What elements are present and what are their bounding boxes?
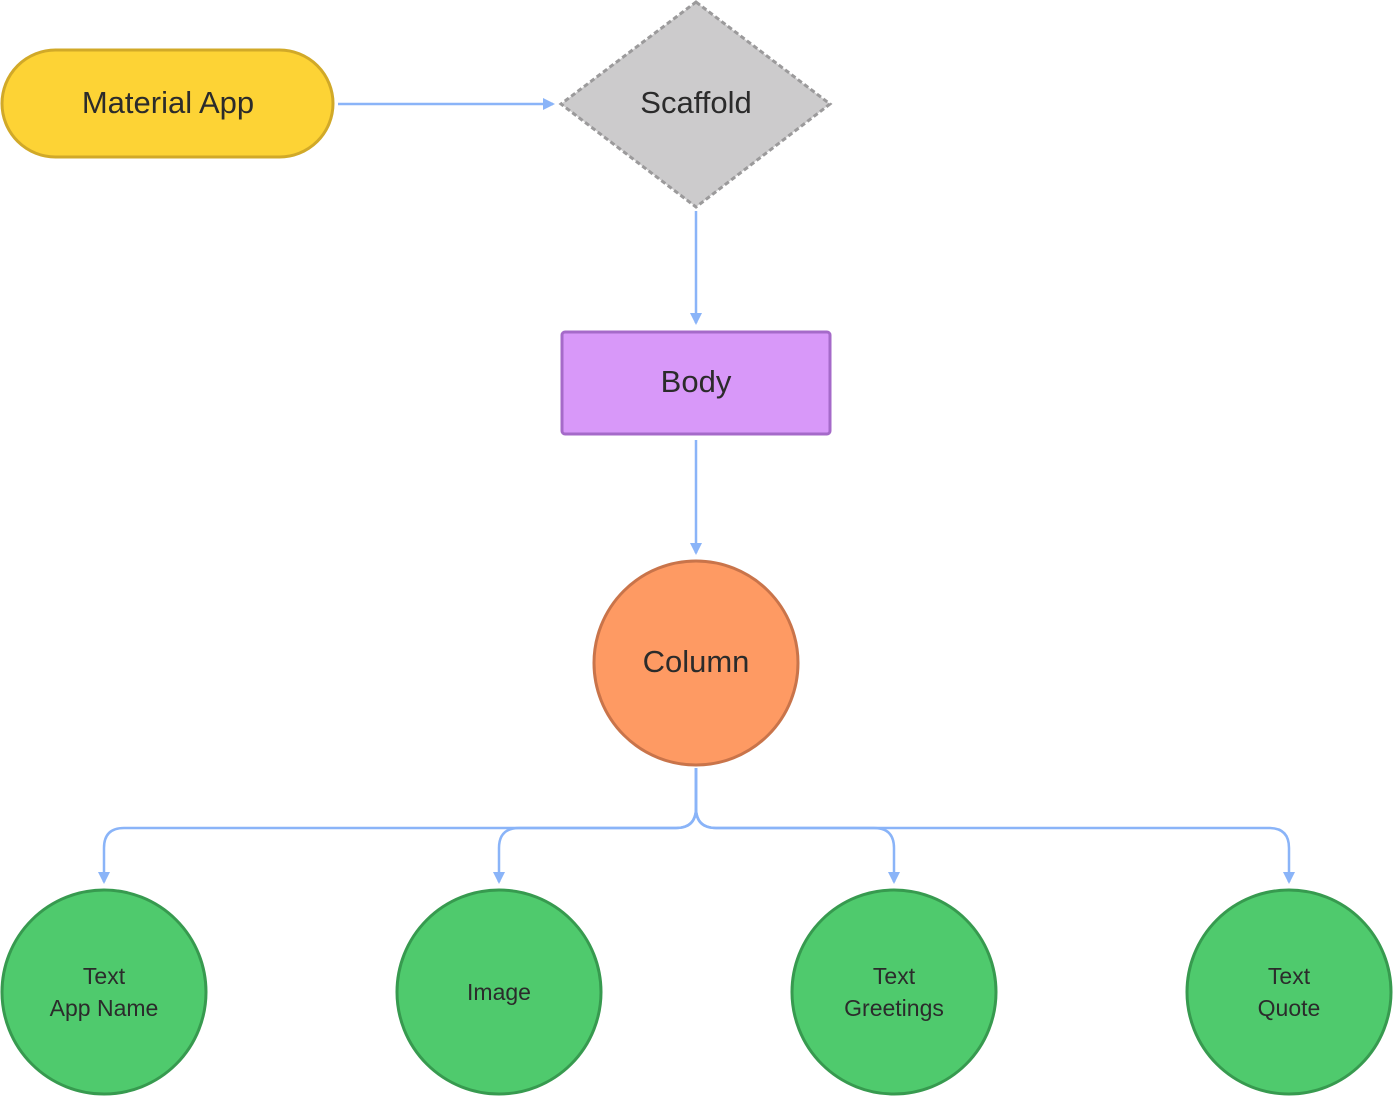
text-app-name-shape: [0, 888, 208, 1096]
node-material-app: Material App: [0, 48, 335, 159]
text-quote-line1: Text: [1268, 963, 1311, 989]
edge-column-to-image: [493, 768, 698, 884]
edges: [98, 98, 1295, 884]
node-text-quote: Text Quote: [1185, 888, 1393, 1096]
text-app-name-line2: App Name: [50, 995, 159, 1021]
image-label: Image: [467, 979, 531, 1005]
node-image: Image: [395, 888, 603, 1096]
edge-column-to-text-app-name: [98, 768, 698, 884]
scaffold-label: Scaffold: [640, 85, 751, 120]
text-greetings-line1: Text: [873, 963, 916, 989]
edge-column-to-text-quote: [694, 768, 1295, 884]
image-shape: [395, 888, 603, 1096]
node-column: Column: [592, 559, 800, 767]
material-app-shape: [0, 48, 335, 159]
edge-column-to-text-greetings: [694, 768, 900, 884]
text-greetings-shape: [790, 888, 998, 1096]
material-app-label: Material App: [82, 85, 254, 120]
node-text-greetings: Text Greetings: [790, 888, 998, 1096]
body-shape: [560, 330, 832, 436]
node-scaffold: Scaffold: [558, 0, 833, 209]
text-app-name-line1: Text: [83, 963, 126, 989]
node-body: Body: [560, 330, 832, 436]
column-label: Column: [643, 644, 750, 679]
node-text-app-name: Text App Name: [0, 888, 208, 1096]
scaffold-shape: [558, 0, 833, 209]
text-quote-line2: Quote: [1258, 995, 1321, 1021]
body-label: Body: [661, 364, 732, 399]
text-greetings-line2: Greetings: [844, 995, 944, 1021]
text-quote-shape: [1185, 888, 1393, 1096]
column-shape: [592, 559, 800, 767]
